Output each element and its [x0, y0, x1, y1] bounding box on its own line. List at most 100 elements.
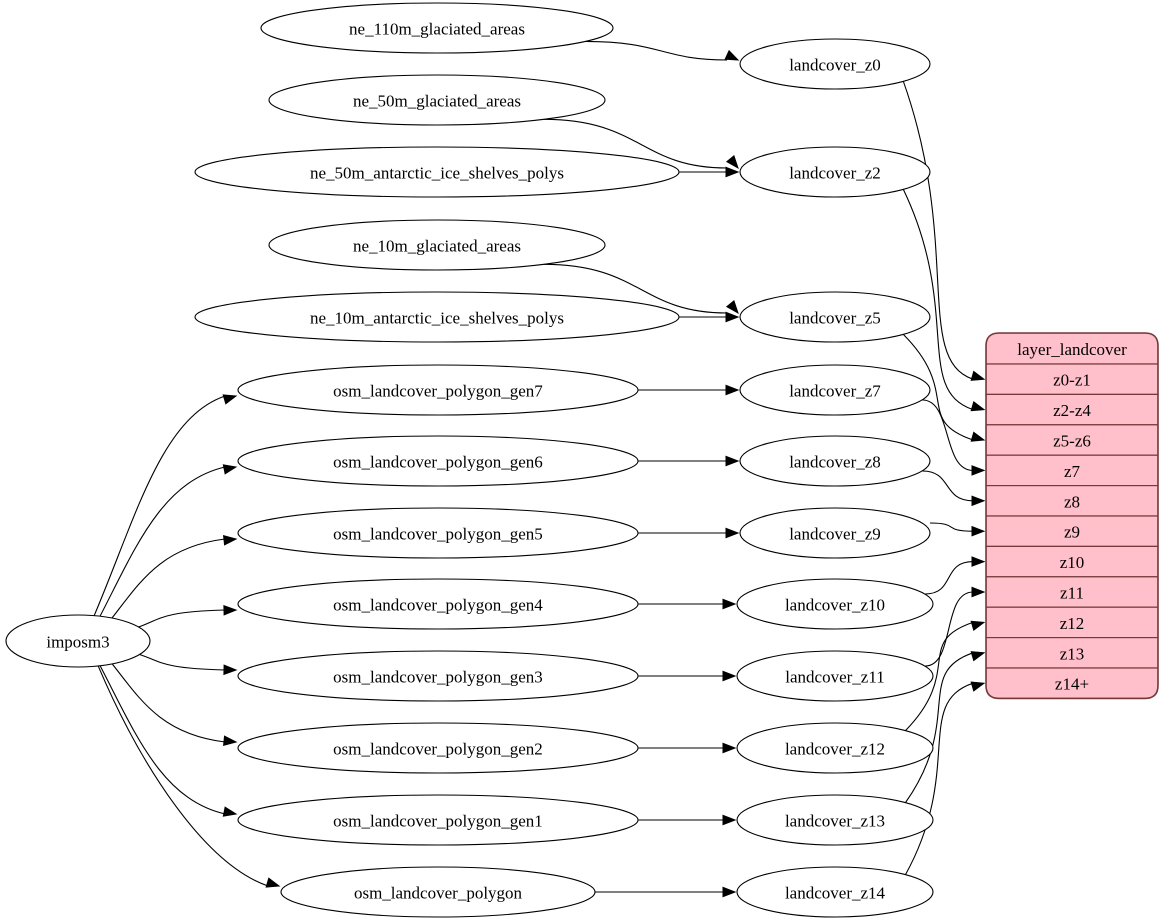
- node-label: landcover_z13: [785, 812, 885, 831]
- edge-arrowhead: [725, 455, 740, 467]
- edge-landcover_z9-to-layer_landcover-z9: [929, 522, 974, 532]
- node-label: ne_10m_glaciated_areas: [353, 237, 521, 256]
- edge-arrowhead: [725, 527, 740, 539]
- node-osm_landcover_polygon_gen6[interactable]: osm_landcover_polygon_gen6: [237, 435, 639, 487]
- edge-arrowhead: [725, 166, 740, 178]
- edge-arrowhead: [223, 735, 238, 747]
- node-landcover_z13[interactable]: landcover_z13: [736, 794, 934, 846]
- node-label: osm_landcover_polygon_gen2: [333, 740, 543, 759]
- node-label: osm_landcover_polygon_gen7: [333, 382, 543, 401]
- edge-landcover_z8-to-layer_landcover-z8: [922, 470, 974, 502]
- edge-arrowhead: [971, 525, 986, 537]
- edge-imposm3-to-osm_landcover_polygon_gen5: [111, 538, 226, 619]
- edge-landcover_z14-to-layer_landcover-z14+: [905, 682, 974, 875]
- node-label: landcover_z5: [789, 309, 881, 328]
- edge-arrowhead: [724, 49, 740, 61]
- node-osm_landcover_polygon_gen1[interactable]: osm_landcover_polygon_gen1: [237, 794, 639, 846]
- table-outline: [985, 332, 1159, 700]
- node-ne_50m_glaciated_areas[interactable]: ne_50m_glaciated_areas: [268, 74, 606, 126]
- node-landcover_z12[interactable]: landcover_z12: [736, 722, 934, 774]
- node-label: landcover_z11: [785, 668, 884, 687]
- edge-arrowhead: [223, 604, 238, 616]
- edge-arrowhead: [725, 299, 739, 315]
- edge-arrowhead: [722, 814, 737, 826]
- edge-arrowhead: [970, 620, 986, 631]
- node-osm_landcover_polygon_gen4[interactable]: osm_landcover_polygon_gen4: [237, 578, 639, 630]
- table-row-label: z2-z4: [1053, 401, 1091, 420]
- node-osm_landcover_polygon[interactable]: osm_landcover_polygon: [280, 866, 596, 918]
- edge-landcover_z11-to-layer_landcover-z11: [925, 591, 974, 667]
- node-label: ne_10m_antarctic_ice_shelves_polys: [310, 309, 564, 328]
- table-row-label: z9: [1064, 523, 1080, 542]
- edge-arrowhead: [725, 154, 739, 170]
- node-landcover_z2[interactable]: landcover_z2: [739, 146, 931, 198]
- node-osm_landcover_polygon_gen7[interactable]: osm_landcover_polygon_gen7: [237, 364, 639, 416]
- node-label: landcover_z0: [789, 56, 881, 75]
- edge-arrowhead: [222, 394, 238, 405]
- table-row-label: z14+: [1055, 675, 1089, 694]
- table-row-z7[interactable]: [986, 454, 1158, 487]
- edge-ne_110m_glaciated_areas-to-landcover_z0: [585, 40, 728, 61]
- edge-imposm3-to-osm_landcover_polygon_gen6: [99, 466, 226, 617]
- node-landcover_z0[interactable]: landcover_z0: [739, 38, 931, 90]
- node-imposm3[interactable]: imposm3: [5, 614, 151, 668]
- table-header-label: layer_landcover: [1017, 340, 1127, 359]
- edge-arrowhead: [971, 495, 986, 507]
- table-row-label: z10: [1060, 553, 1085, 572]
- edge-imposm3-to-osm_landcover_polygon_gen2: [111, 663, 226, 743]
- node-osm_landcover_polygon_gen5[interactable]: osm_landcover_polygon_gen5: [237, 507, 639, 559]
- node-label: ne_50m_glaciated_areas: [353, 92, 521, 111]
- node-landcover_z11[interactable]: landcover_z11: [736, 650, 934, 702]
- node-landcover_z7[interactable]: landcover_z7: [739, 364, 931, 416]
- node-label: landcover_z14: [785, 884, 886, 903]
- table-row-label: z7: [1064, 462, 1081, 481]
- node-osm_landcover_polygon_gen2[interactable]: osm_landcover_polygon_gen2: [237, 722, 639, 774]
- node-layer_landcover-table[interactable]: layer_landcoverz0-z1z2-z4z5-z6z7z8z9z10z…: [985, 332, 1159, 700]
- edge-arrowhead: [971, 586, 986, 598]
- node-label: landcover_z2: [789, 164, 881, 183]
- table-row-label: z11: [1060, 584, 1084, 603]
- edges-layer: [93, 40, 986, 898]
- node-landcover_z8[interactable]: landcover_z8: [739, 435, 931, 487]
- edge-landcover_z10-to-layer_landcover-z10: [925, 561, 974, 595]
- edge-imposm3-to-osm_landcover_polygon_gen3: [139, 653, 226, 671]
- edge-arrowhead: [970, 401, 986, 412]
- table-row-z0-z1[interactable]: [986, 363, 1158, 395]
- edge-landcover_z2-to-layer_landcover-z2-z4: [902, 189, 974, 411]
- edge-landcover_z12-to-layer_landcover-z12: [905, 621, 974, 731]
- node-landcover_z14[interactable]: landcover_z14: [736, 866, 934, 918]
- edge-arrowhead: [265, 877, 281, 888]
- table-row-z13[interactable]: [986, 636, 1158, 669]
- node-landcover_z5[interactable]: landcover_z5: [739, 291, 931, 343]
- table-row-z11[interactable]: [986, 576, 1158, 608]
- node-landcover_z9[interactable]: landcover_z9: [739, 507, 931, 559]
- node-label: osm_landcover_polygon_gen3: [333, 668, 543, 687]
- table-row-label: z5-z6: [1053, 432, 1091, 451]
- table-row-z12[interactable]: [986, 606, 1158, 639]
- edge-arrowhead: [971, 556, 986, 567]
- node-label: landcover_z10: [785, 596, 885, 615]
- node-ne_110m_glaciated_areas[interactable]: ne_110m_glaciated_areas: [260, 2, 614, 54]
- node-osm_landcover_polygon_gen3[interactable]: osm_landcover_polygon_gen3: [237, 650, 639, 702]
- table-row-z5-z6[interactable]: [986, 424, 1158, 456]
- edge-arrowhead: [725, 311, 740, 323]
- table-row-z10[interactable]: [986, 545, 1158, 578]
- node-ne_10m_antarctic_ice_shelves_polys[interactable]: ne_10m_antarctic_ice_shelves_polys: [194, 291, 680, 343]
- table-row-z14+[interactable]: [986, 667, 1158, 699]
- edge-arrowhead: [222, 464, 238, 475]
- node-label: ne_50m_antarctic_ice_shelves_polys: [310, 164, 564, 183]
- edge-arrowhead: [223, 664, 238, 676]
- edge-arrowhead: [722, 886, 737, 898]
- edge-landcover_z13-to-layer_landcover-z13: [905, 652, 974, 803]
- node-ne_50m_antarctic_ice_shelves_polys[interactable]: ne_50m_antarctic_ice_shelves_polys: [194, 146, 680, 198]
- edge-imposm3-to-osm_landcover_polygon_gen7: [93, 395, 226, 616]
- node-label: imposm3: [46, 633, 109, 652]
- edge-arrowhead: [970, 651, 986, 662]
- node-ne_10m_glaciated_areas[interactable]: ne_10m_glaciated_areas: [268, 219, 606, 271]
- edge-landcover_z7-to-layer_landcover-z7: [922, 399, 974, 471]
- edge-imposm3-to-osm_landcover_polygon: [97, 665, 269, 887]
- node-landcover_z10[interactable]: landcover_z10: [736, 578, 934, 630]
- table-row-z9[interactable]: [986, 515, 1158, 547]
- edge-arrowhead: [722, 598, 737, 610]
